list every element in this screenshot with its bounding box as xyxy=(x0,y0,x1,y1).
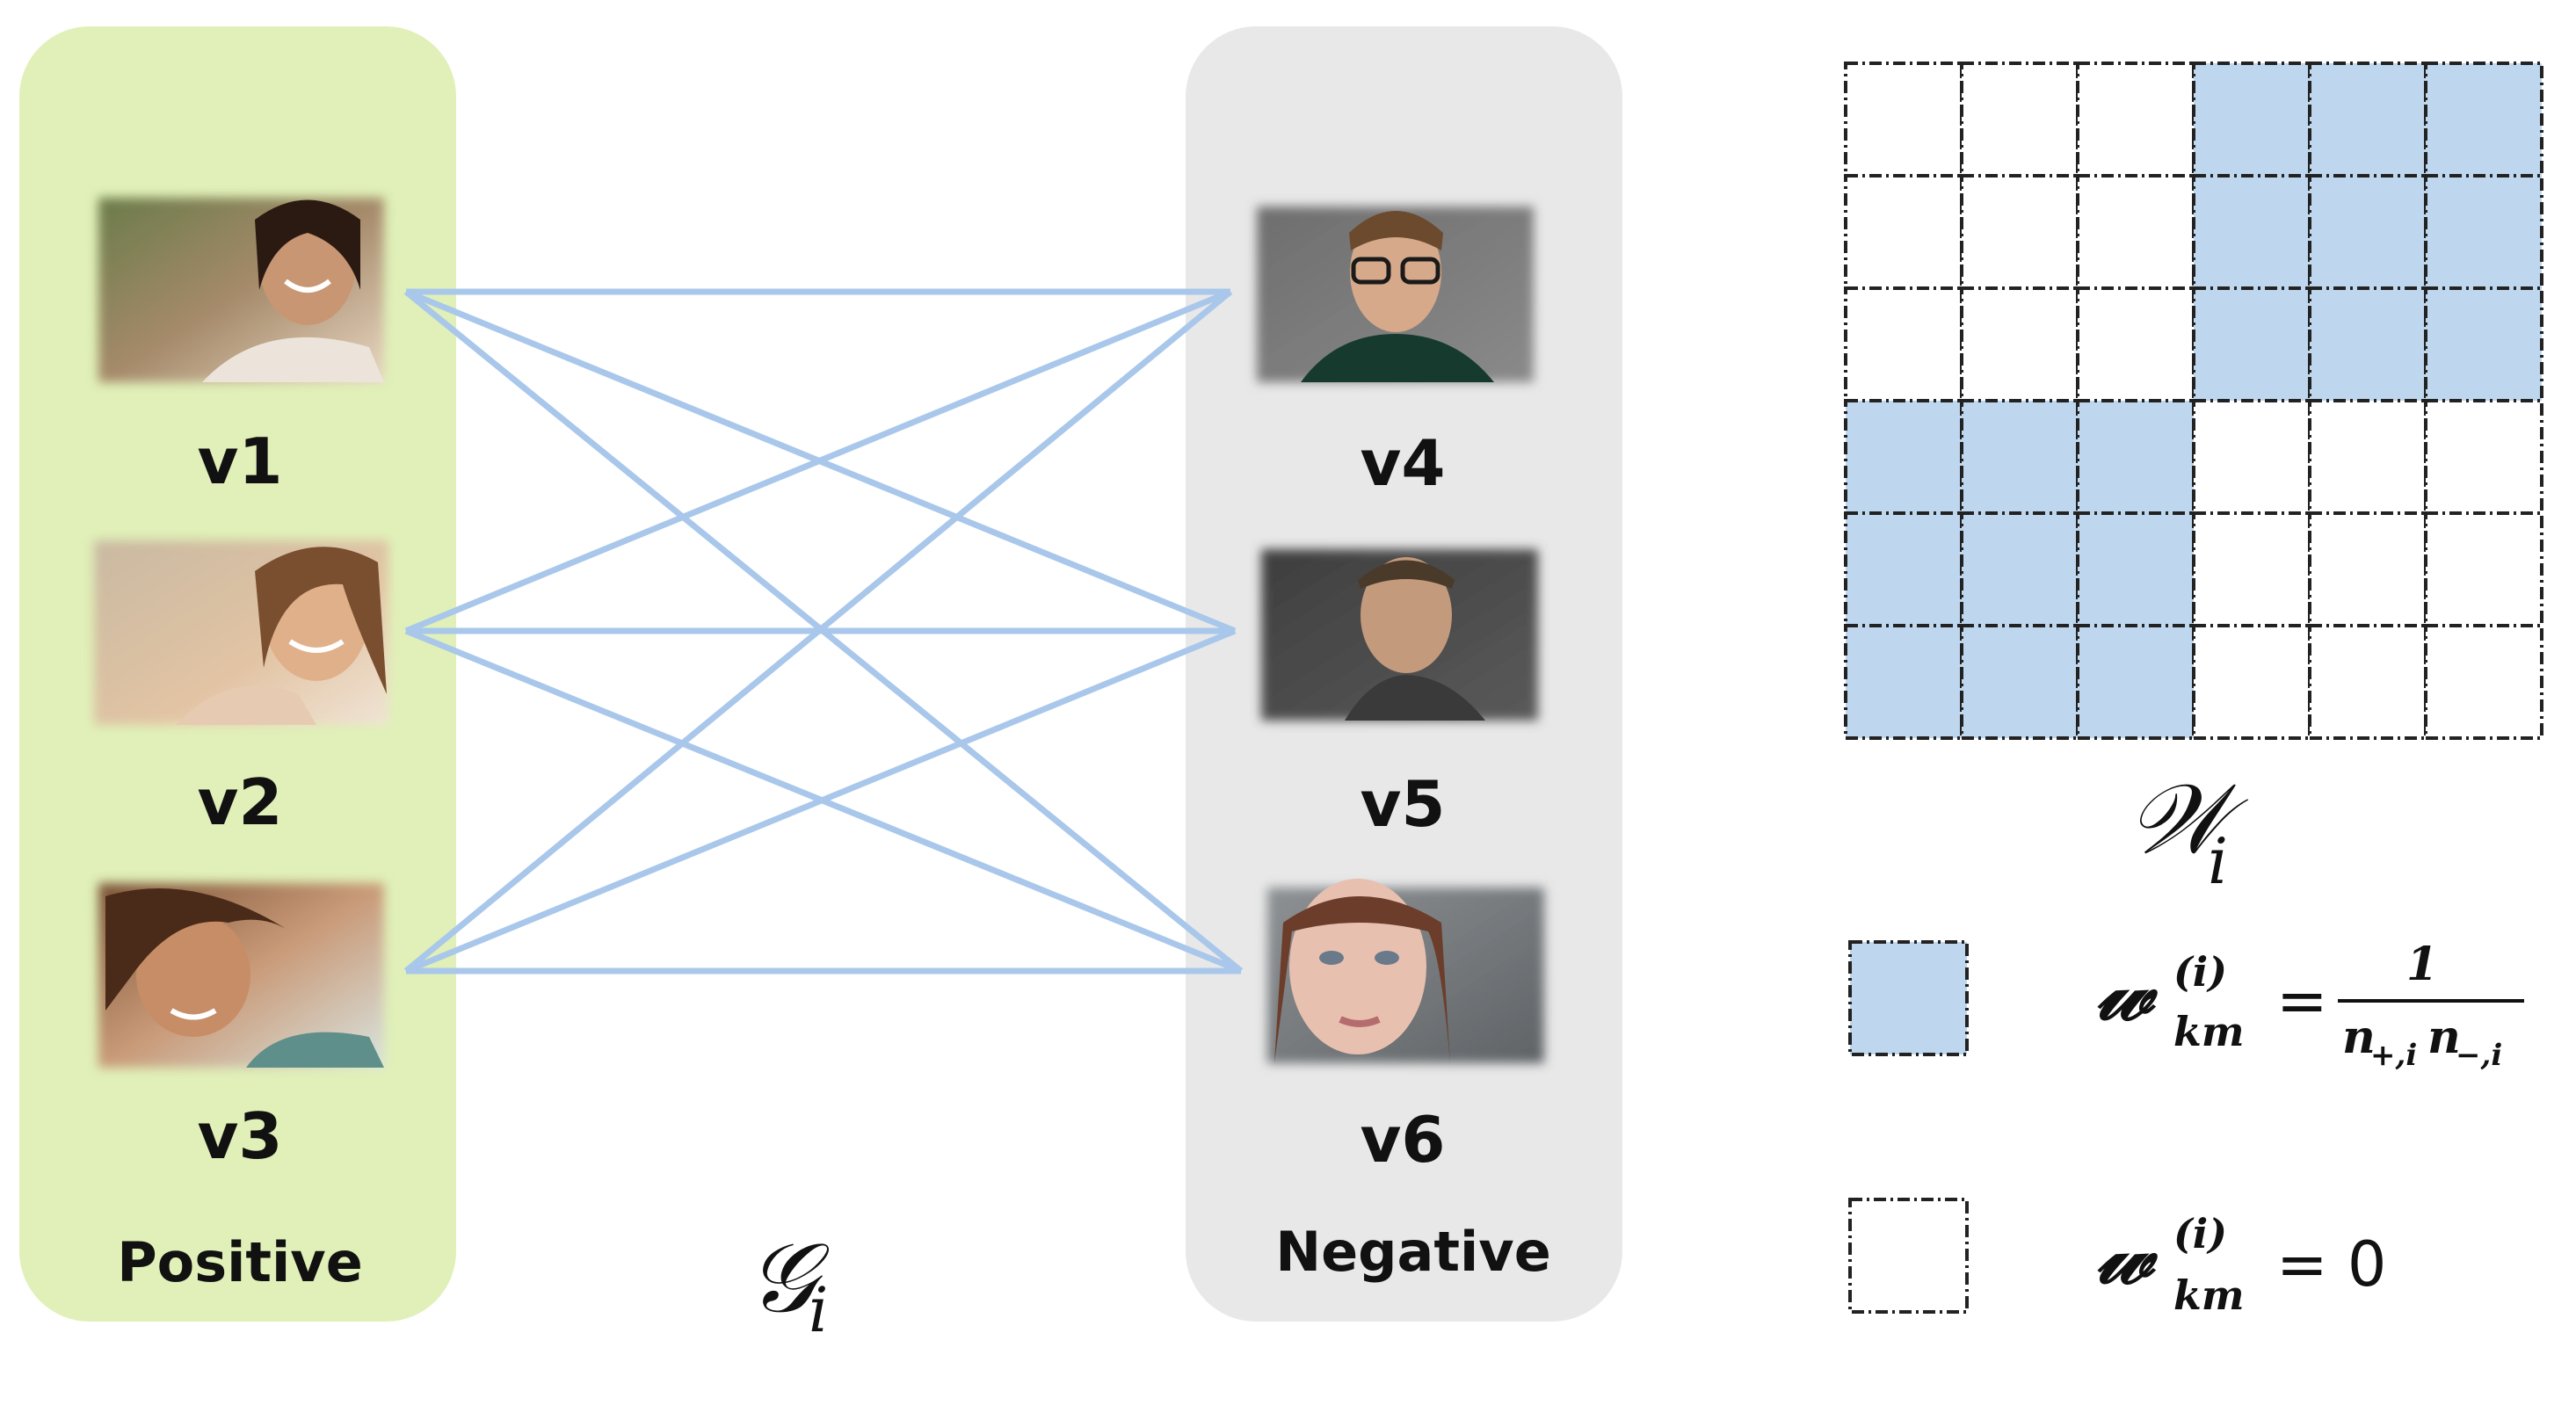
matrix-cell-r5-c6 xyxy=(2424,511,2543,627)
graph-symbol: 𝒢 i xyxy=(747,1221,830,1346)
edge-v2-v4 xyxy=(404,288,1232,634)
svg-text:𝓌: 𝓌 xyxy=(2096,944,2159,1039)
matrix-cell-r4-c4 xyxy=(2192,399,2311,515)
matrix-cell-r3-c2 xyxy=(1960,286,2079,402)
legend-empty-swatch xyxy=(1848,1198,1969,1314)
matrix-cell-r5-c1 xyxy=(1844,511,1963,627)
svg-text:km: km xyxy=(2173,1008,2245,1055)
svg-text:n: n xyxy=(2427,1011,2461,1064)
matrix-cell-r4-c5 xyxy=(2308,399,2427,515)
edge-v3-v5 xyxy=(404,627,1237,974)
positive-group-label: Positive xyxy=(117,1230,363,1294)
matrix-cell-r3-c1 xyxy=(1844,286,1963,402)
matrix-cell-r1-c4 xyxy=(2192,62,2311,178)
svg-text:−,i: −,i xyxy=(2456,1038,2502,1073)
svg-text:𝒲: 𝒲 xyxy=(2127,763,2248,875)
matrix-cell-r5-c2 xyxy=(1960,511,2079,627)
photo-v2 xyxy=(94,540,388,725)
svg-text:(i): (i) xyxy=(2173,948,2227,996)
bipartite-edges xyxy=(403,288,1244,974)
matrix-cell-r3-c3 xyxy=(2076,286,2195,402)
matrix-cell-r2-c4 xyxy=(2192,174,2311,290)
node-label-v1: v1 xyxy=(197,424,282,498)
negative-group-label: Negative xyxy=(1275,1220,1551,1284)
legend-empty: 𝓌 (i) km = 0 xyxy=(1848,1198,2386,1319)
node-label-v2: v2 xyxy=(197,765,282,839)
photo-v1 xyxy=(98,198,384,382)
svg-text:km: km xyxy=(2173,1271,2245,1319)
matrix-cell-r3-c6 xyxy=(2424,286,2543,402)
matrix-cell-r4-c3 xyxy=(2076,399,2195,515)
photo-v6 xyxy=(1267,879,1544,1063)
matrix-cell-r6-c2 xyxy=(1960,624,2079,740)
svg-text:1: 1 xyxy=(2406,938,2438,991)
matrix-cell-r2-c5 xyxy=(2308,174,2427,290)
matrix-cell-r4-c1 xyxy=(1844,399,1963,515)
svg-text:𝓌: 𝓌 xyxy=(2096,1207,2159,1302)
matrix-cell-r4-c6 xyxy=(2424,399,2543,515)
weight-matrix xyxy=(1844,62,2543,740)
legend-filled: 𝓌 (i) km = 1 n +,i n −,i xyxy=(1848,938,2524,1073)
legend-filled-swatch xyxy=(1848,940,1969,1056)
edge-v3-v4 xyxy=(403,289,1233,974)
photo-v5 xyxy=(1261,549,1538,721)
matrix-cell-r2-c3 xyxy=(2076,174,2195,290)
matrix-cell-r2-c6 xyxy=(2424,174,2543,290)
matrix-cell-r6-c3 xyxy=(2076,624,2195,740)
node-label-v4: v4 xyxy=(1360,426,1445,500)
matrix-cell-r1-c1 xyxy=(1844,62,1963,178)
matrix-cell-r3-c4 xyxy=(2192,286,2311,402)
matrix-cell-r6-c6 xyxy=(2424,624,2543,740)
matrix-cell-r3-c5 xyxy=(2308,286,2427,402)
matrix-cell-r1-c5 xyxy=(2308,62,2427,178)
matrix-cell-r5-c5 xyxy=(2308,511,2427,627)
matrix-symbol: 𝒲 i xyxy=(2127,763,2248,898)
photo-v3 xyxy=(98,883,384,1068)
svg-text:=: = xyxy=(2276,965,2328,1037)
svg-text:n: n xyxy=(2342,1011,2376,1064)
matrix-cell-r5-c3 xyxy=(2076,511,2195,627)
matrix-cell-r1-c2 xyxy=(1960,62,2079,178)
svg-text:i: i xyxy=(2208,824,2228,898)
svg-text:+,i: +,i xyxy=(2370,1038,2417,1073)
svg-text:(i): (i) xyxy=(2173,1210,2227,1257)
matrix-cell-r1-c6 xyxy=(2424,62,2543,178)
matrix-cell-r6-c5 xyxy=(2308,624,2427,740)
node-label-v6: v6 xyxy=(1360,1103,1445,1177)
matrix-cell-r6-c4 xyxy=(2192,624,2311,740)
matrix-cell-r1-c3 xyxy=(2076,62,2195,178)
node-label-v3: v3 xyxy=(197,1099,282,1173)
matrix-cell-r4-c2 xyxy=(1960,399,2079,515)
node-label-v5: v5 xyxy=(1360,767,1445,841)
matrix-cell-r2-c2 xyxy=(1960,174,2079,290)
matrix-cell-r5-c4 xyxy=(2192,511,2311,627)
svg-text:i: i xyxy=(809,1274,828,1346)
svg-text:= 0: = 0 xyxy=(2276,1228,2386,1300)
photo-v4 xyxy=(1257,206,1534,382)
matrix-cell-r6-c1 xyxy=(1844,624,1963,740)
matrix-cell-r2-c1 xyxy=(1844,174,1963,290)
